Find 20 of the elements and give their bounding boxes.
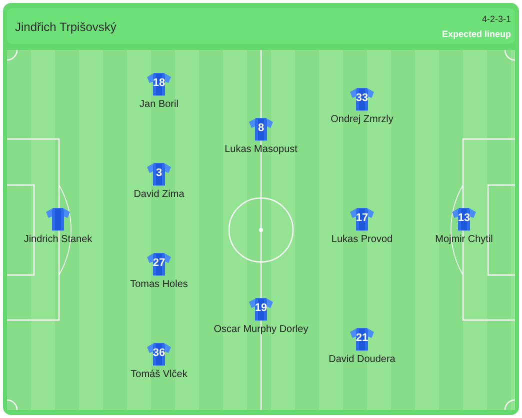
shirt-number: 33 — [356, 92, 368, 105]
player-name: David Doudera — [328, 354, 396, 366]
shirt-number: 27 — [152, 257, 166, 270]
shirt-number: 19 — [254, 302, 268, 315]
formation: 4-2-3-1 — [482, 14, 511, 24]
player-name: Tomáš Vlček — [130, 369, 188, 381]
shirt-number: 8 — [258, 122, 264, 135]
shirt-number: 13 — [458, 212, 470, 225]
shirt-number: 3 — [156, 167, 162, 180]
shirt-number: 18 — [152, 77, 166, 90]
player-name: Jan Boril — [140, 99, 178, 111]
shirt-number: 21 — [356, 332, 368, 345]
shirt-number: 36 — [152, 347, 166, 360]
player-name: Lukas Provod — [331, 234, 393, 246]
player-name: Tomas Holes — [130, 279, 188, 291]
player-name: David Zima — [134, 189, 184, 201]
lineup-status: Expected lineup — [442, 29, 511, 39]
coach-name: Jindřich Trpišovský — [15, 20, 116, 34]
shirt-number: 17 — [356, 212, 368, 225]
player-name: Ondrej Zmrzly — [330, 114, 394, 126]
